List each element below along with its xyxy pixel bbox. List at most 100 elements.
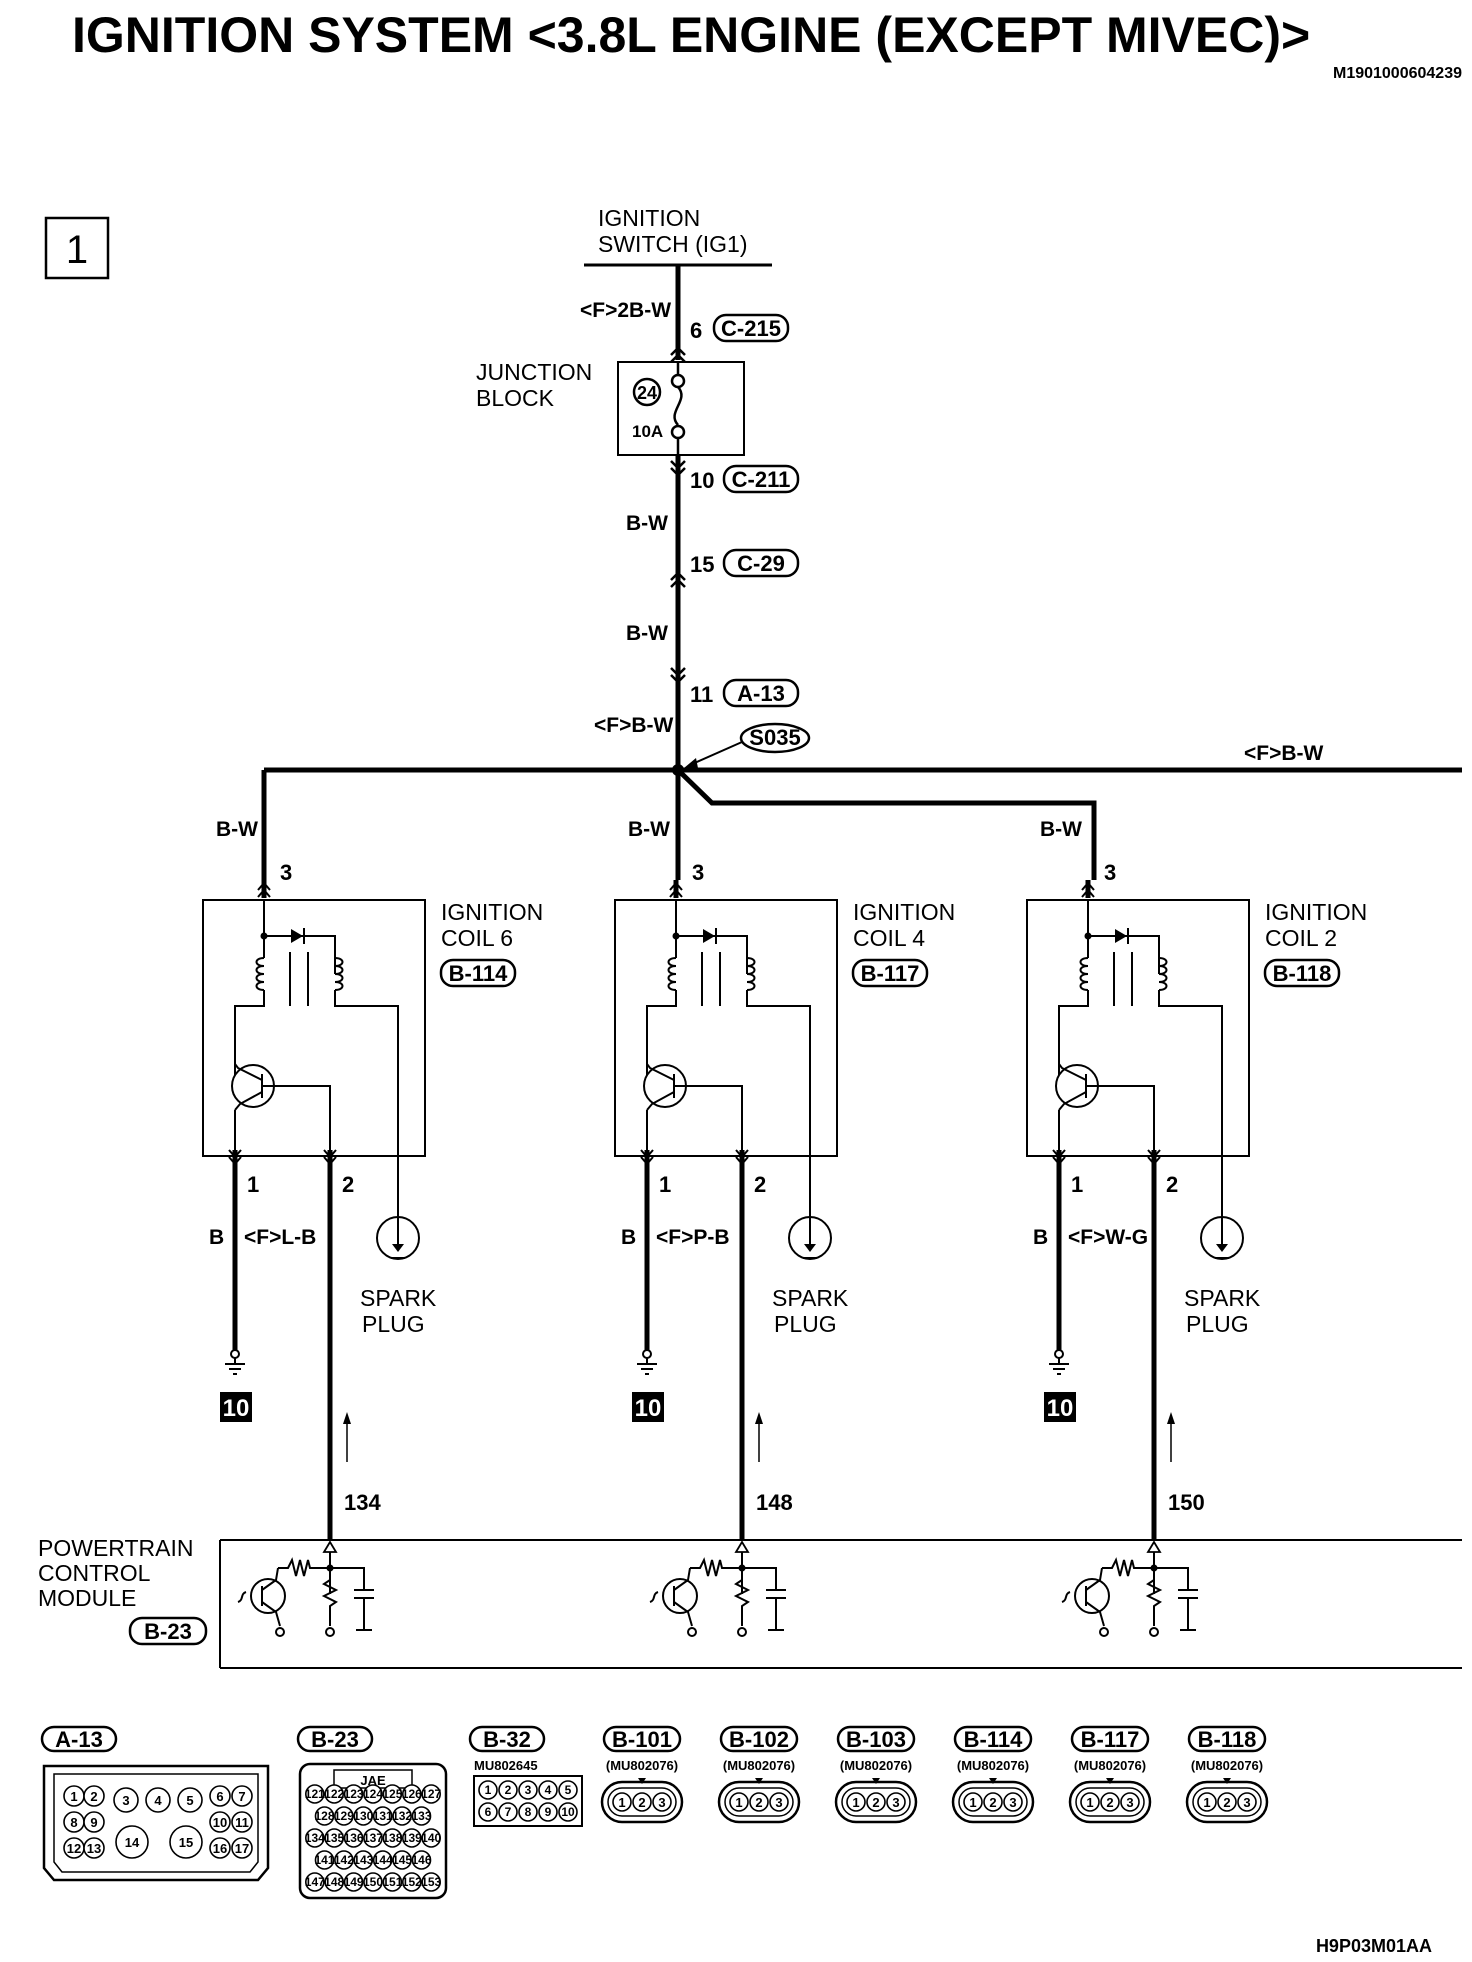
connector-mark [669, 888, 683, 898]
pin-circle [1003, 1792, 1023, 1812]
pin-number: 10 [213, 1815, 227, 1830]
pin-circle [518, 1780, 538, 1800]
spark-plug-label-line2: PLUG [774, 1311, 837, 1337]
resistor-icon [278, 1557, 330, 1577]
connector-tag [468, 1725, 546, 1753]
switch-label-line2: SWITCH (IG1) [598, 231, 748, 257]
connector-id: C-211 [732, 467, 791, 492]
pin-circle [382, 1784, 403, 1804]
connector-mark [735, 1149, 749, 1159]
connector-mark [1147, 1156, 1161, 1166]
pin-number: 126 [402, 1787, 422, 1801]
splice-tag [739, 722, 811, 754]
connector-mark [640, 1149, 654, 1159]
ground-ref-box [220, 1392, 252, 1422]
pin-circle [177, 1787, 203, 1813]
pcm-transistor-icon [250, 1578, 286, 1614]
primary-coil-icon [1079, 957, 1089, 991]
ground-terminal [325, 1627, 335, 1637]
diode-icon [1115, 929, 1127, 943]
pin-circle [353, 1850, 374, 1870]
pin-number: 3 [122, 1793, 129, 1808]
internal-wire [646, 990, 677, 1090]
connector-view-label: B-103 [846, 1727, 906, 1752]
pcm-pin: 134 [344, 1490, 381, 1515]
connector-tag [722, 548, 800, 578]
connector-part-number: MU802645 [474, 1758, 538, 1773]
pin-number: 9 [545, 1805, 552, 1819]
ground-wire-color: B [209, 1226, 224, 1249]
signal-wire-color: <F>W-G [1068, 1226, 1148, 1249]
pcm-input-icon [1061, 1591, 1071, 1603]
spark-plug-tip [1216, 1244, 1228, 1252]
pin-circle [343, 1784, 364, 1804]
connector-mark [1081, 888, 1095, 898]
bus-wire-color: <F>B-W [1244, 742, 1324, 765]
pin-number: 1 [969, 1795, 976, 1810]
resistor-icon [321, 1579, 339, 1626]
signal-wire-color: <F>P-B [656, 1226, 730, 1249]
pin-number: 133 [411, 1809, 431, 1823]
bus-wire [261, 767, 1462, 880]
pin-circle [209, 1785, 231, 1807]
connector-tag [722, 678, 800, 708]
connector-tag [1070, 1725, 1150, 1753]
pin-number: 3 [775, 1795, 782, 1810]
pin-circle [334, 1850, 354, 1870]
pin-number: 134 [305, 1831, 325, 1845]
page-number-box [44, 216, 110, 280]
connector-tag [1187, 1725, 1267, 1753]
pin-circle [632, 1792, 652, 1812]
pcm-internal-wire [742, 1567, 777, 1590]
coil-label-line1: IGNITION [1265, 899, 1367, 925]
pcm-connector-id: B-23 [144, 1619, 192, 1644]
pin-circle [749, 1792, 769, 1812]
connector-key-icon [1223, 1778, 1231, 1784]
pin-circle [538, 1780, 558, 1800]
pin-circle [729, 1792, 749, 1812]
pin-number: 125 [382, 1787, 402, 1801]
pin-number: 147 [305, 1875, 325, 1889]
ground-pin: 1 [247, 1172, 259, 1197]
feed-wire-color: B-W [628, 818, 670, 841]
pin-circle [498, 1802, 518, 1822]
pin-number: 127 [421, 1787, 441, 1801]
pcm-internal-wire [1154, 1567, 1189, 1590]
pcm-terminal-icon [734, 1540, 750, 1553]
resistor-icon [690, 1557, 742, 1577]
pin-circle [769, 1792, 789, 1812]
connector-tag [602, 1725, 682, 1753]
connector-3pin-inner [607, 1787, 677, 1817]
connector-key-icon [638, 1778, 646, 1784]
pin-number: 138 [382, 1831, 402, 1845]
feed-pin: 3 [1104, 860, 1116, 885]
fuse-number-badge [632, 377, 662, 407]
pin-number: 1 [70, 1789, 77, 1804]
pin-circle [231, 1811, 253, 1833]
pin-circle [401, 1784, 422, 1804]
pcm-label-line3: MODULE [38, 1585, 136, 1611]
connector-b32-shell [473, 1775, 583, 1827]
pin-number: 137 [363, 1831, 383, 1845]
pin-number: 3 [1009, 1795, 1016, 1810]
ground-terminal [687, 1627, 697, 1637]
pin-circle [209, 1811, 231, 1833]
pcm-pin: 148 [756, 1490, 793, 1515]
pcm-input-icon [237, 1591, 247, 1603]
pin-number: 151 [382, 1875, 402, 1889]
junction-label-line2: BLOCK [476, 385, 555, 411]
pin-number: 131 [373, 1809, 393, 1823]
connector-view-label: B-32 [483, 1727, 531, 1752]
pin-number: 1 [618, 1795, 625, 1810]
pin-label: 11 [690, 682, 713, 707]
pin-number: 5 [186, 1793, 193, 1808]
connector-id: A-13 [737, 681, 785, 706]
signal-pin: 2 [342, 1172, 354, 1197]
pin-number: 140 [421, 1831, 441, 1845]
connector-tag [953, 1725, 1033, 1753]
